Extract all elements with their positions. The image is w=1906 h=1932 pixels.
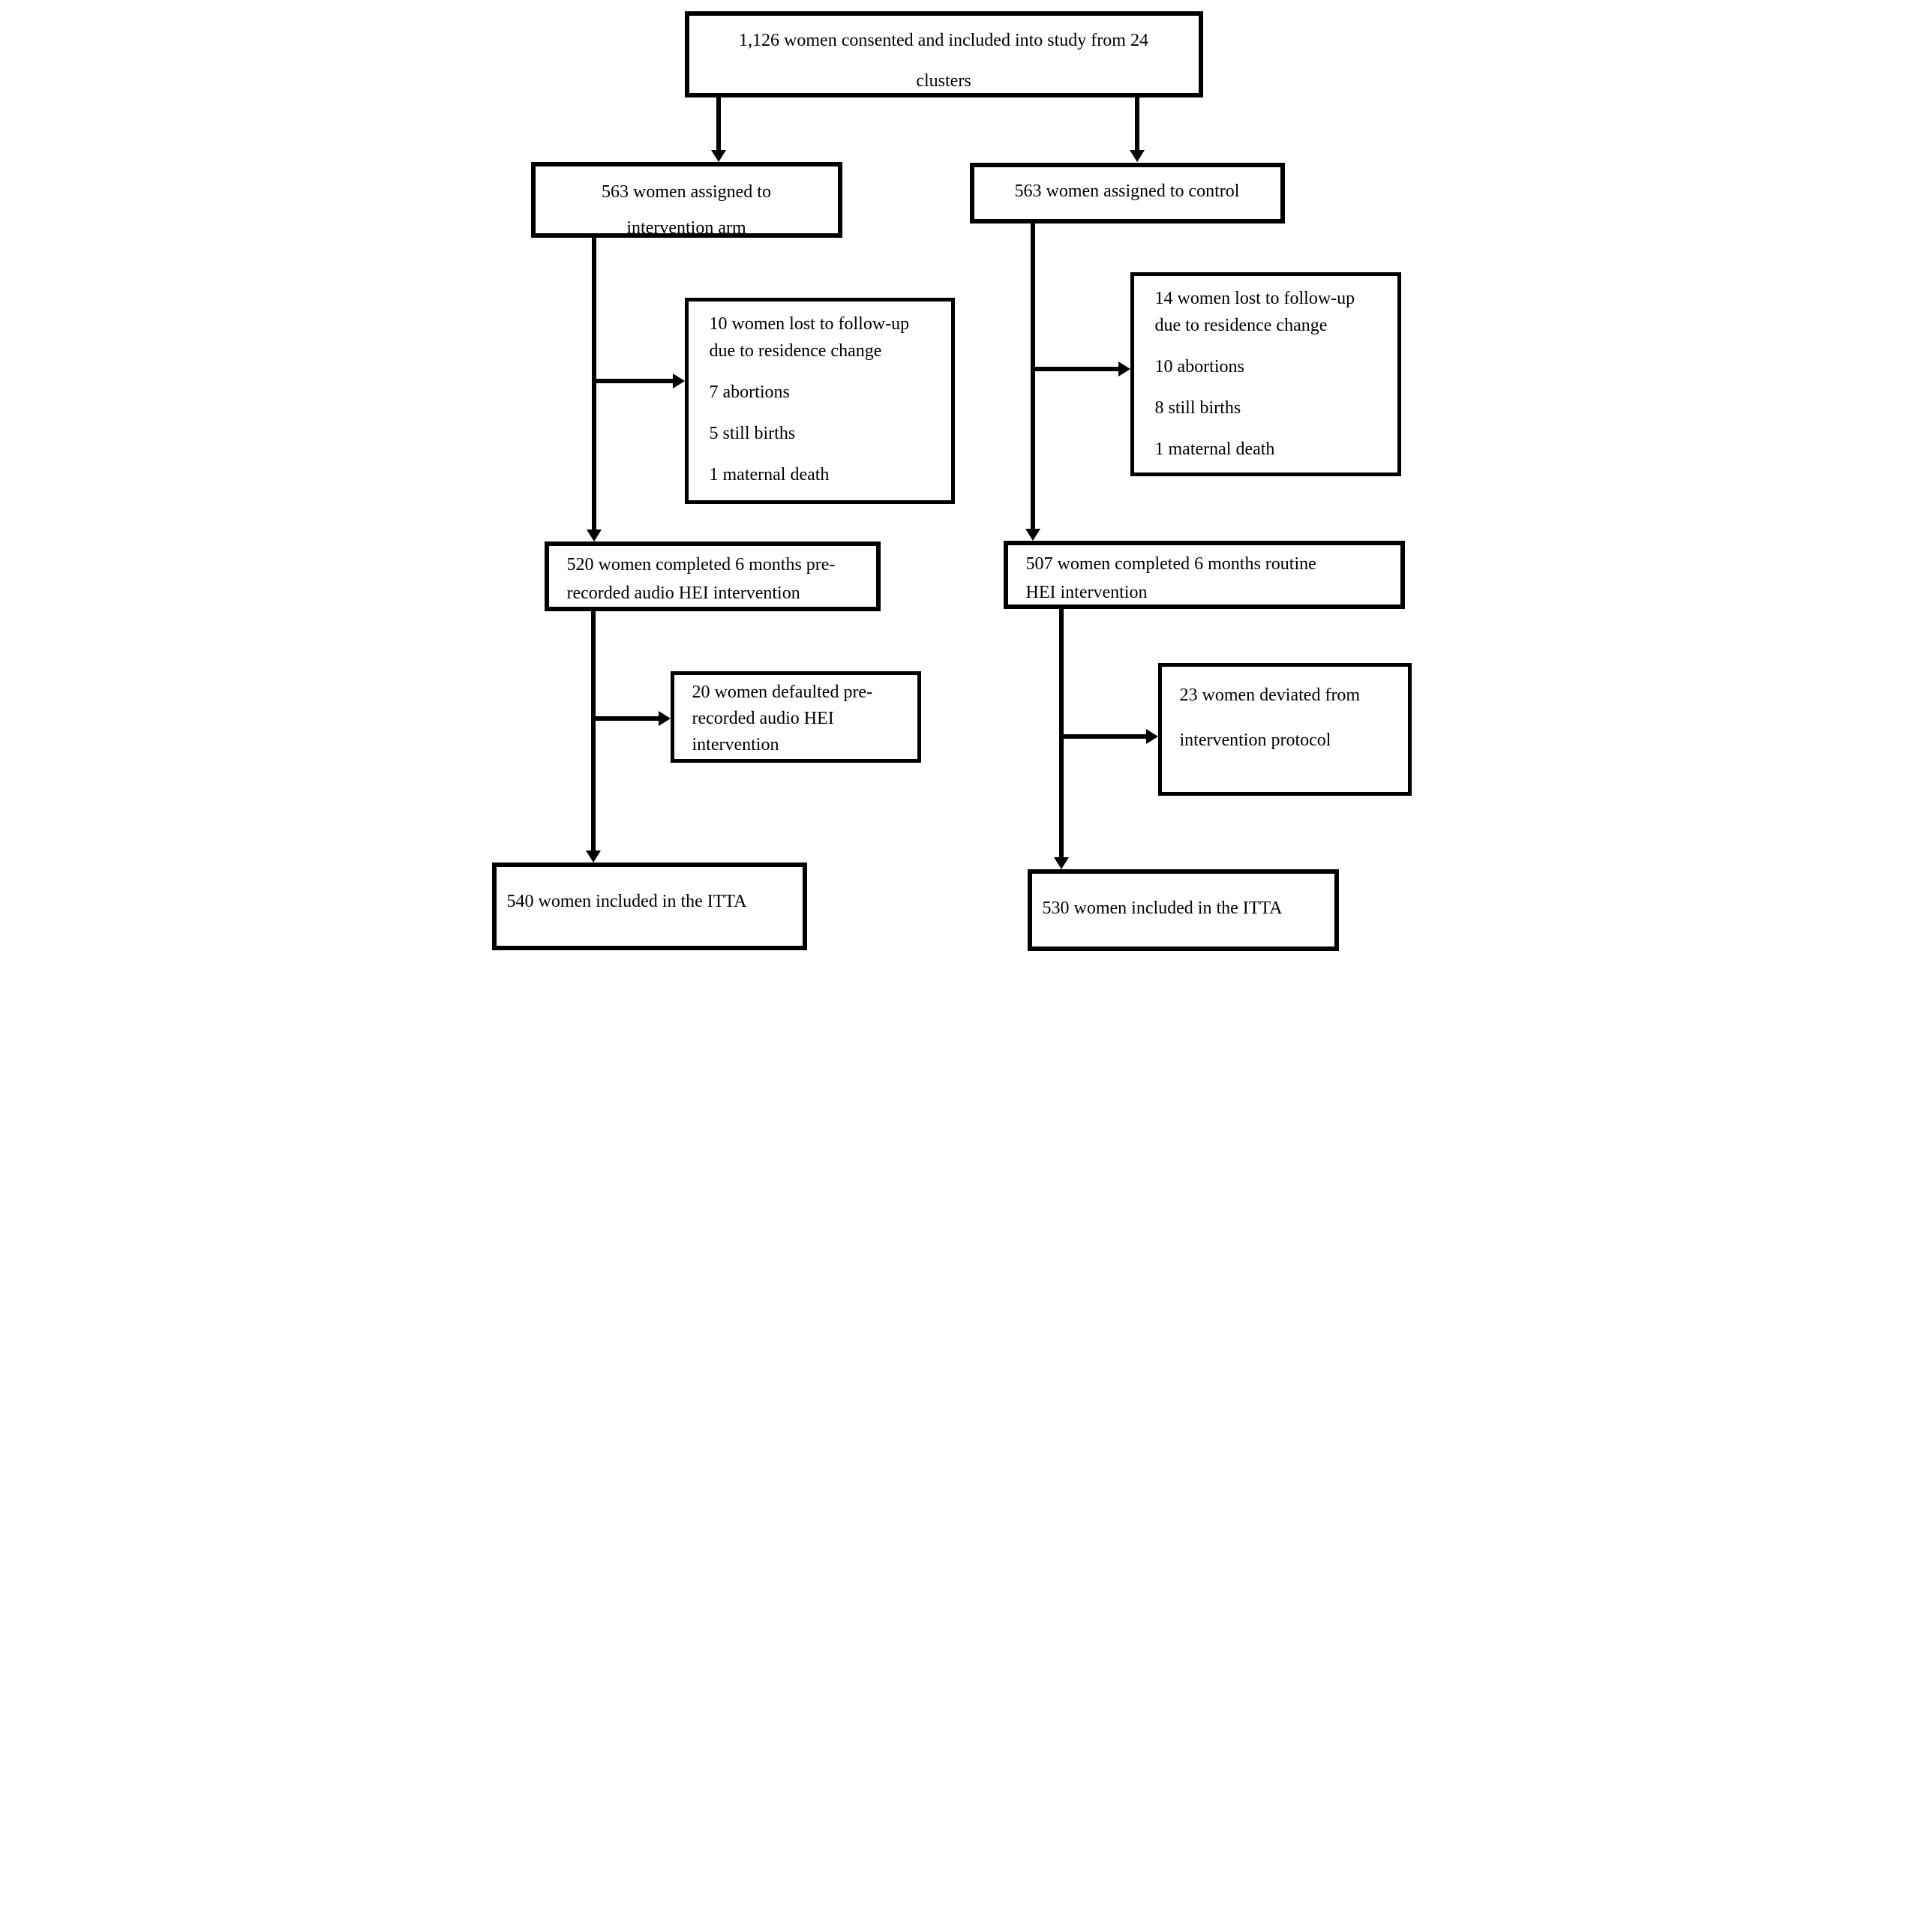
excluded-control-list: 14 women lost to follow-up due to reside… xyxy=(1134,276,1397,463)
node-excluded-intervention: 10 women lost to follow-up due to reside… xyxy=(684,298,955,504)
exclusion-item: 5 still births xyxy=(709,424,796,443)
node-completed-intervention: 520 women completed 6 months pre- record… xyxy=(544,542,881,611)
arrowhead-right-icon xyxy=(672,374,685,388)
connector-intervention-exclusion-branch xyxy=(593,379,674,383)
assigned-control-text: 563 women assigned to control xyxy=(1014,182,1240,201)
arrowhead-right-icon xyxy=(1145,729,1158,744)
arrowhead-right-icon xyxy=(1118,362,1130,376)
connector-control-deviated-branch xyxy=(1061,734,1148,739)
exclusion-item: 10 women lost to follow-up due to reside… xyxy=(709,314,910,361)
consort-flow-diagram: 1,126 women consented and included into … xyxy=(476,0,1430,966)
enrollment-text: 1,126 women consented and included into … xyxy=(739,31,1148,91)
assigned-intervention-text: 563 women assigned to intervention arm xyxy=(602,182,771,238)
exclusion-item: 1 maternal death xyxy=(1154,440,1275,459)
node-deviated-control: 23 women deviated from intervention prot… xyxy=(1157,663,1412,796)
deviated-control-text: 23 women deviated from intervention prot… xyxy=(1179,686,1361,750)
exclusion-item: 10 abortions xyxy=(1154,357,1244,376)
connector-enrollment-to-control xyxy=(1134,98,1139,150)
connector-intervention-to-itta xyxy=(590,611,596,850)
completed-control-text: 507 women completed 6 months routine HEI… xyxy=(1025,554,1316,603)
connector-control-main xyxy=(1030,224,1035,529)
connector-intervention-defaulted-branch xyxy=(593,716,660,721)
arrowhead-down-icon xyxy=(1053,857,1069,869)
node-itta-intervention: 540 women included in the ITTA xyxy=(491,862,807,950)
node-assigned-intervention: 563 women assigned to intervention arm xyxy=(530,162,842,238)
arrowhead-down-icon xyxy=(710,150,726,162)
arrowhead-down-icon xyxy=(1025,529,1040,541)
connector-control-exclusion-branch xyxy=(1032,367,1120,371)
connector-enrollment-to-intervention xyxy=(716,98,721,150)
node-excluded-control: 14 women lost to follow-up due to reside… xyxy=(1130,272,1401,476)
itta-control-text: 530 women included in the ITTA xyxy=(1042,898,1283,918)
arrowhead-right-icon xyxy=(658,711,671,726)
node-defaulted-intervention: 20 women defaulted pre- recorded audio H… xyxy=(670,671,921,763)
itta-intervention-text: 540 women included in the ITTA xyxy=(506,892,747,911)
node-enrollment: 1,126 women consented and included into … xyxy=(684,11,1203,98)
exclusion-item: 14 women lost to follow-up due to reside… xyxy=(1154,289,1355,335)
exclusion-item: 1 maternal death xyxy=(709,465,830,484)
node-itta-control: 530 women included in the ITTA xyxy=(1027,869,1339,951)
excluded-intervention-list: 10 women lost to follow-up due to reside… xyxy=(689,302,951,488)
arrowhead-down-icon xyxy=(586,530,602,542)
node-completed-control: 507 women completed 6 months routine HEI… xyxy=(1003,541,1405,609)
arrowhead-down-icon xyxy=(585,850,601,862)
arrowhead-down-icon xyxy=(1129,150,1145,162)
exclusion-item: 8 still births xyxy=(1154,398,1241,418)
completed-intervention-text: 520 women completed 6 months pre- record… xyxy=(566,555,836,604)
node-assigned-control: 563 women assigned to control xyxy=(969,163,1285,224)
defaulted-intervention-text: 20 women defaulted pre- recorded audio H… xyxy=(692,682,873,754)
exclusion-item: 7 abortions xyxy=(709,382,790,402)
connector-intervention-main xyxy=(591,238,596,530)
connector-control-to-itta xyxy=(1058,609,1064,857)
